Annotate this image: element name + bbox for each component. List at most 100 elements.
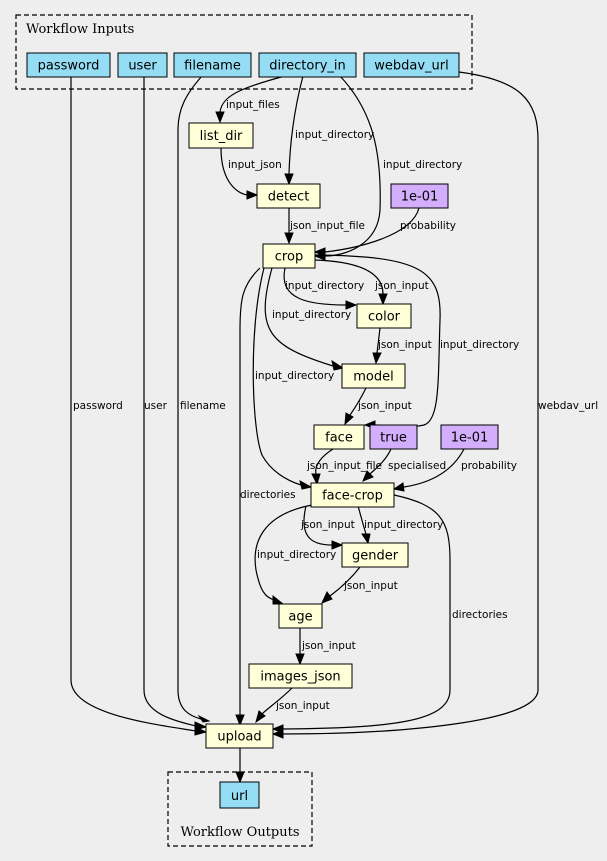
edge-crop-color-dir — [283, 267, 347, 306]
edge-label-crop-color-dir: input_directory — [285, 280, 364, 292]
edge-label-dir-detect: input_directory — [295, 129, 374, 141]
arrowhead — [378, 293, 388, 306]
param-specialised-true[interactable]: true — [369, 424, 418, 450]
step-list-dir[interactable]: list_dir — [188, 122, 254, 149]
edge-model-face — [349, 387, 367, 416]
edge-facecrop-upload — [282, 494, 451, 730]
workflow-outputs-label: Workflow Outputs — [181, 825, 300, 840]
svg-text:1e-01: 1e-01 — [451, 431, 489, 446]
arrowhead — [284, 173, 294, 186]
edge-directory-detect — [288, 75, 304, 175]
svg-text:gender: gender — [352, 549, 399, 564]
edge-label-dir-crop: input_directory — [383, 159, 462, 171]
arrowhead — [299, 480, 313, 490]
svg-text:upload: upload — [217, 730, 261, 745]
arrowhead — [215, 111, 225, 124]
arrowhead — [321, 591, 333, 604]
svg-text:user: user — [128, 59, 157, 74]
arrowhead — [246, 190, 259, 200]
edge-label-crop-color-json: json_input — [374, 280, 429, 292]
param-probability-2[interactable]: 1e-01 — [440, 424, 499, 450]
arrowhead — [197, 714, 211, 723]
edge-label-fc-age-dir: input_directory — [257, 549, 336, 561]
edge-facecrop-gender-json — [303, 505, 333, 546]
input-password[interactable]: password — [26, 52, 111, 78]
svg-text:true: true — [380, 431, 407, 446]
svg-text:age: age — [288, 610, 312, 625]
edge-label-crop-facecrop-dir: input_directory — [255, 370, 334, 382]
edge-facecrop-gender-dir — [357, 505, 367, 535]
workflow-inputs-label: Workflow Inputs — [26, 22, 134, 37]
arrowhead — [362, 470, 374, 482]
edge-filename-upload — [177, 75, 203, 720]
edge-gender-age — [329, 566, 361, 597]
input-user[interactable]: user — [117, 52, 168, 78]
arrowhead — [311, 473, 321, 486]
edge-label-input-files: input_files — [226, 99, 280, 111]
edge-user-upload — [143, 76, 197, 727]
svg-text:filename: filename — [184, 59, 241, 74]
step-face-crop[interactable]: face-crop — [310, 482, 395, 508]
workflow-inputs-cluster: Workflow Inputs — [15, 14, 473, 90]
edge-label-webdav: webdav_url — [538, 400, 598, 412]
step-images-json[interactable]: images_json — [248, 663, 353, 689]
edge-directory-list-dir — [219, 75, 286, 113]
arrowhead — [272, 594, 285, 605]
edge-label-crop-upload: directories — [240, 489, 296, 501]
svg-text:face: face — [325, 431, 353, 446]
edge-label-filename: filename — [180, 400, 226, 412]
edge-facecrop-age — [254, 504, 313, 601]
edge-label-input-json-list: input_json — [228, 159, 282, 171]
param-probability-1[interactable]: 1e-01 — [390, 183, 449, 209]
input-filename[interactable]: filename — [173, 52, 252, 78]
arrowhead — [255, 710, 266, 724]
step-detect[interactable]: detect — [256, 183, 321, 209]
svg-text:model: model — [353, 370, 393, 385]
edge-label-json-input-file: json_input_file — [289, 220, 365, 232]
edge-crop-model — [264, 267, 334, 367]
svg-text:detect: detect — [268, 190, 310, 205]
arrowhead — [235, 714, 245, 727]
edge-crop-face-crop — [252, 267, 302, 486]
arrowhead — [392, 482, 405, 492]
edge-password-upload — [70, 76, 197, 732]
edge-label-fc-gender-dir: input_directory — [364, 519, 443, 531]
step-face[interactable]: face — [313, 424, 365, 450]
step-gender[interactable]: gender — [341, 542, 409, 568]
input-webdav-url[interactable]: webdav_url — [363, 52, 460, 78]
arrowhead — [284, 232, 294, 245]
edge-label-fc-gender-json: json_input — [300, 519, 355, 531]
edge-list-dir-detect — [220, 147, 248, 196]
edge-label-age-images: json_input — [301, 640, 356, 652]
step-model[interactable]: model — [341, 363, 406, 389]
edge-prob1-crop — [324, 207, 420, 253]
edge-label-fc-upload: directories — [452, 609, 508, 621]
edge-crop-upload — [239, 267, 261, 715]
edges: input_files input_directory input_direct… — [70, 71, 598, 784]
input-directory-in[interactable]: directory_in — [258, 52, 357, 78]
arrowhead — [331, 540, 344, 550]
arrowhead — [235, 771, 245, 784]
edge-color-model — [376, 327, 381, 354]
edge-label-crop-face-dir: input_directory — [440, 339, 519, 351]
step-upload[interactable]: upload — [205, 723, 274, 749]
svg-text:url: url — [231, 789, 248, 804]
edge-label-face-facecrop: json_input_file — [306, 460, 382, 472]
arrowhead — [344, 412, 354, 426]
svg-text:color: color — [368, 310, 401, 325]
output-url[interactable]: url — [219, 781, 260, 809]
edge-prob2-face-crop — [403, 448, 465, 488]
svg-text:webdav_url: webdav_url — [374, 59, 449, 74]
arrowhead — [345, 300, 358, 310]
edge-crop-color-json — [314, 259, 384, 295]
step-crop[interactable]: crop — [262, 243, 316, 269]
edge-directory-crop — [324, 75, 381, 257]
arrowhead — [331, 359, 345, 371]
edge-label-gender-age: json_input — [343, 580, 398, 592]
svg-text:crop: crop — [275, 250, 303, 265]
arrowhead — [194, 721, 208, 731]
step-age[interactable]: age — [278, 603, 323, 629]
step-color[interactable]: color — [356, 303, 412, 329]
edge-images-json-upload — [261, 687, 293, 715]
edge-label-user: user — [144, 400, 168, 412]
